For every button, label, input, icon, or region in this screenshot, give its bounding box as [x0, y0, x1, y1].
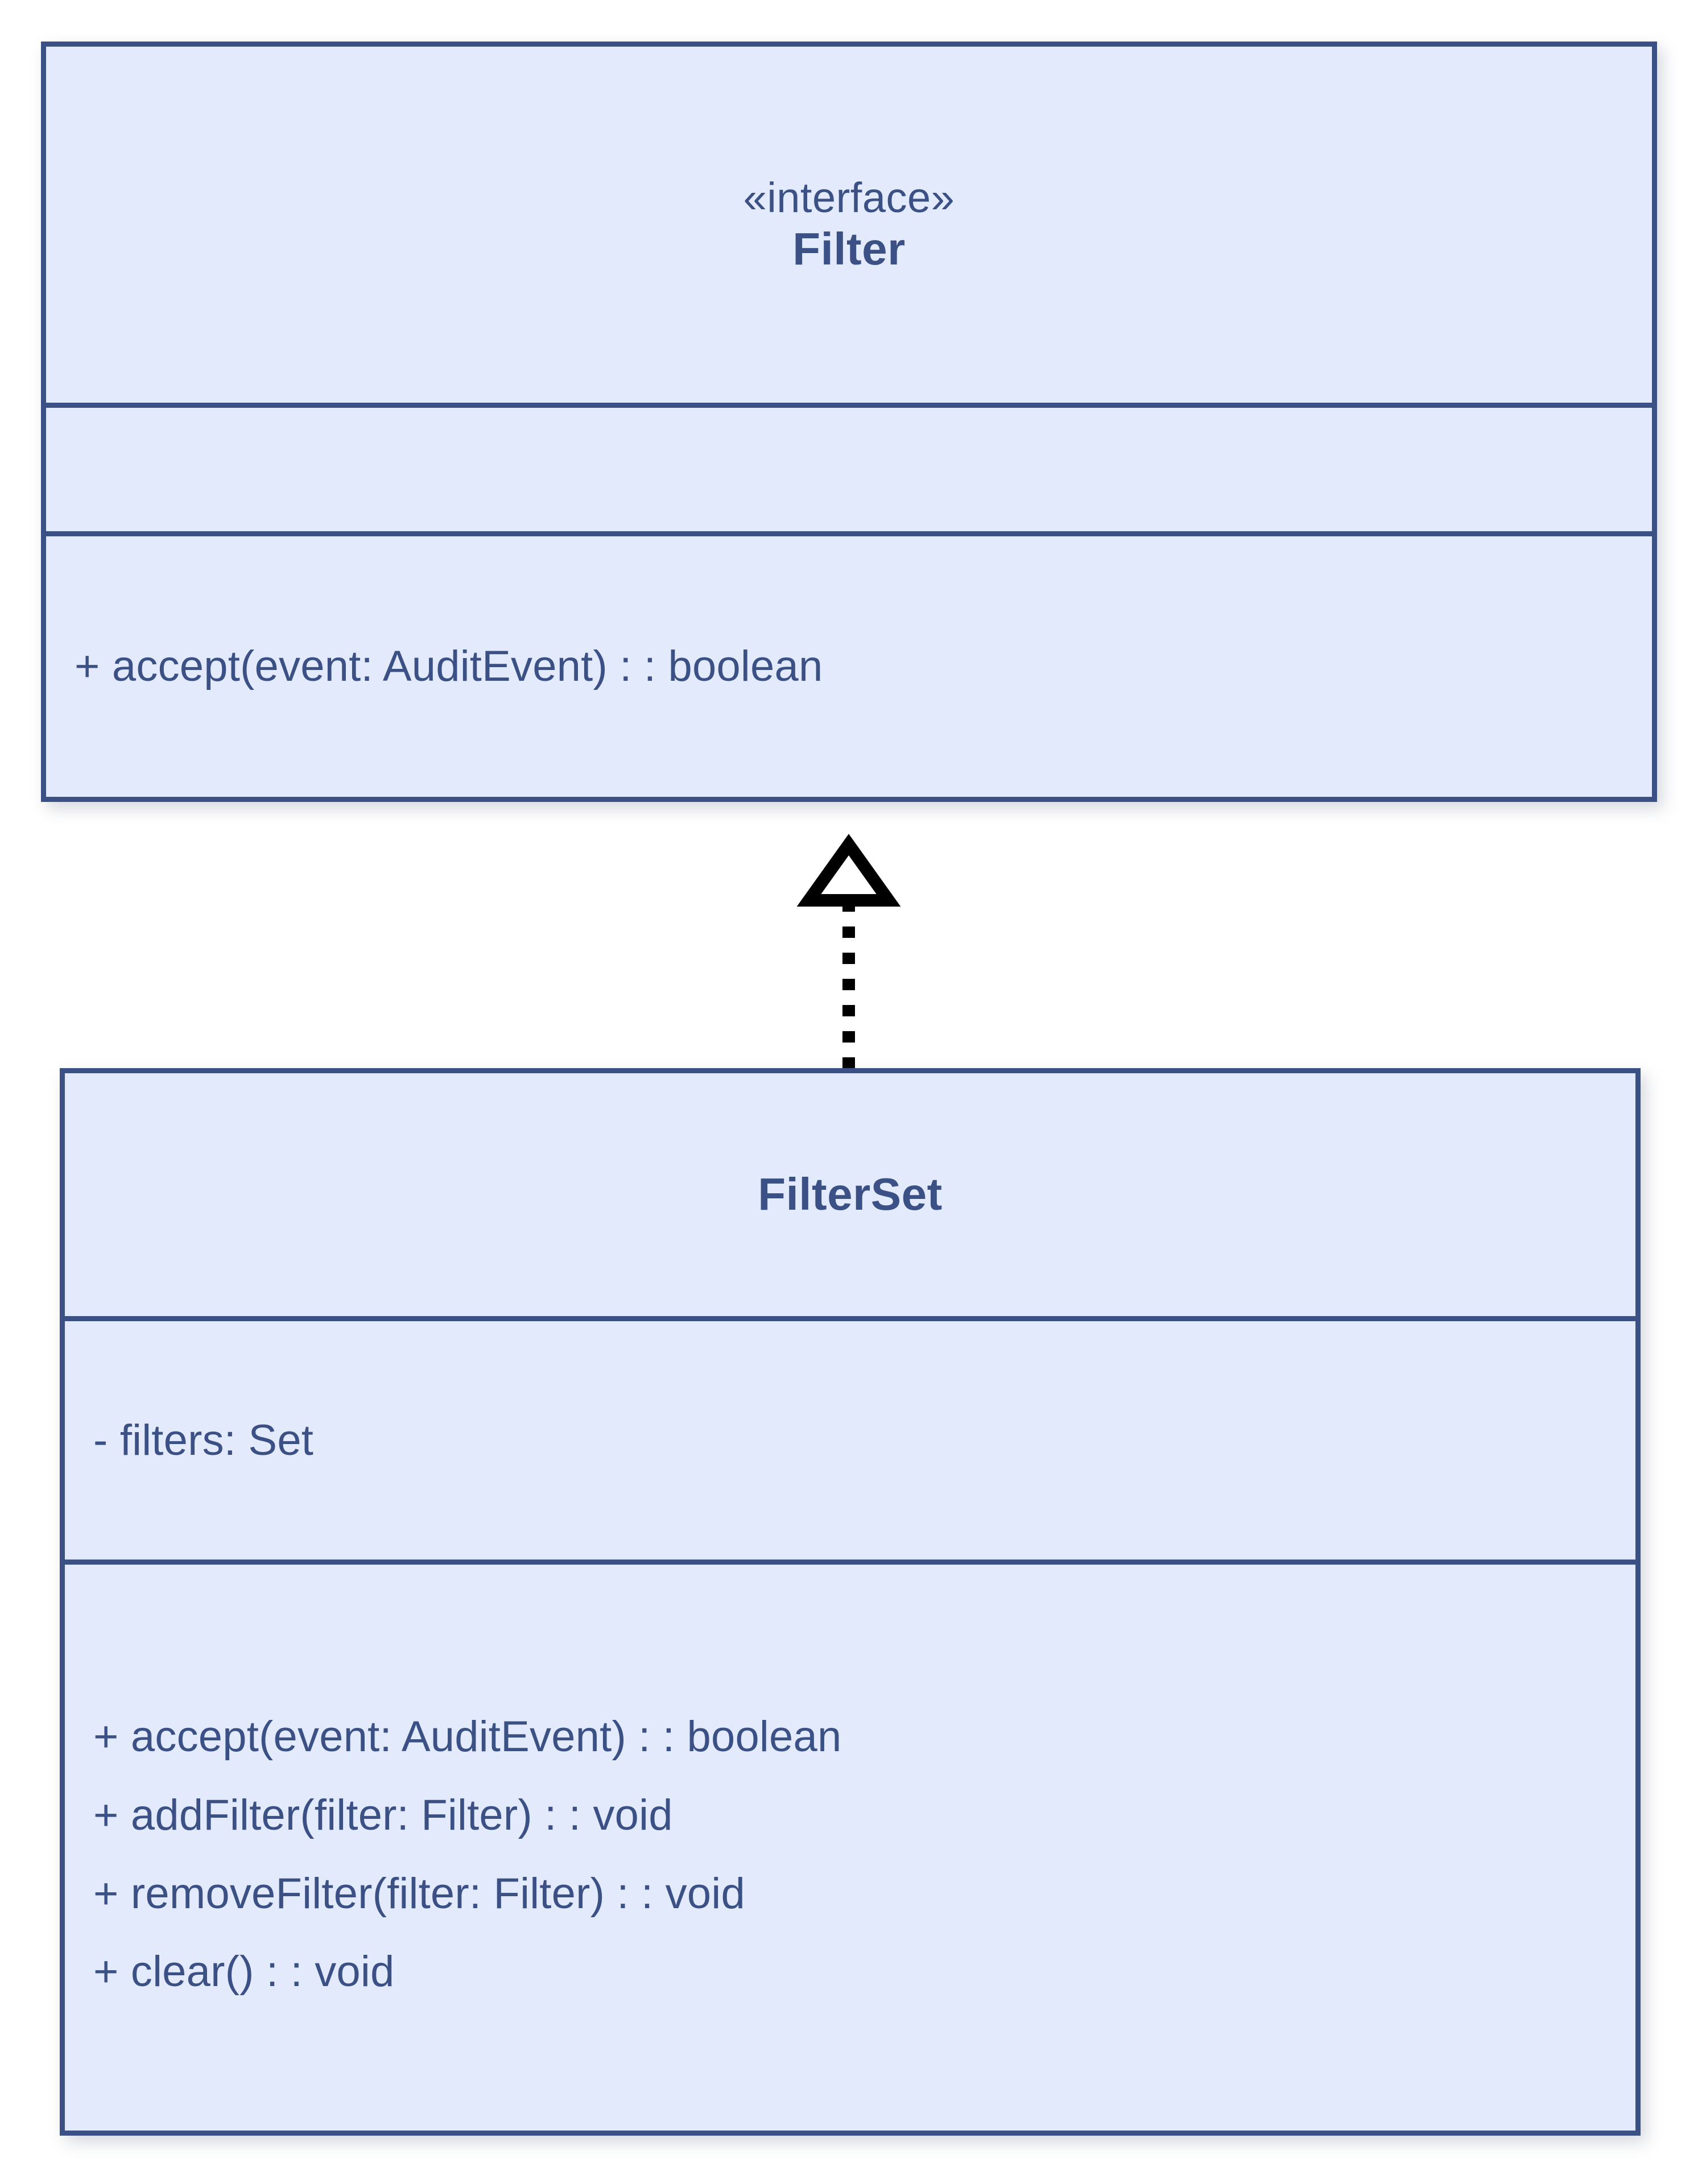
uml-class-filter[interactable]: «interface» Filter + accept(event: Audit…	[41, 42, 1657, 802]
filterset-method-remove-filter: + removeFilter(filter: Filter) : : void	[93, 1869, 745, 1918]
filterset-method-add-filter: + addFilter(filter: Filter) : : void	[93, 1790, 673, 1839]
filterset-method-clear: + clear() : : void	[93, 1947, 395, 1996]
realization-connector-filterset-to-filter	[796, 834, 901, 1069]
filter-name-compartment: «interface» Filter	[46, 47, 1652, 403]
hollow-triangle-arrowhead-icon	[796, 834, 901, 907]
filterset-method-accept: + accept(event: AuditEvent) : : boolean	[93, 1712, 842, 1761]
filterset-attributes-compartment: - filters: Set	[65, 1316, 1635, 1560]
filterset-methods-compartment: + accept(event: AuditEvent) : : boolean …	[65, 1560, 1635, 2131]
filter-methods-compartment: + accept(event: AuditEvent) : : boolean	[46, 531, 1652, 797]
filter-method-accept: + accept(event: AuditEvent) : : boolean	[75, 642, 823, 691]
filter-class-name: Filter	[792, 224, 906, 275]
filter-attributes-compartment	[46, 403, 1652, 531]
filterset-attribute-filters: - filters: Set	[93, 1416, 314, 1465]
uml-class-filterset[interactable]: FilterSet - filters: Set + accept(event:…	[60, 1068, 1641, 2136]
filter-stereotype-label: «interface»	[743, 174, 955, 222]
filterset-class-name: FilterSet	[758, 1169, 943, 1220]
filterset-name-compartment: FilterSet	[65, 1073, 1635, 1316]
